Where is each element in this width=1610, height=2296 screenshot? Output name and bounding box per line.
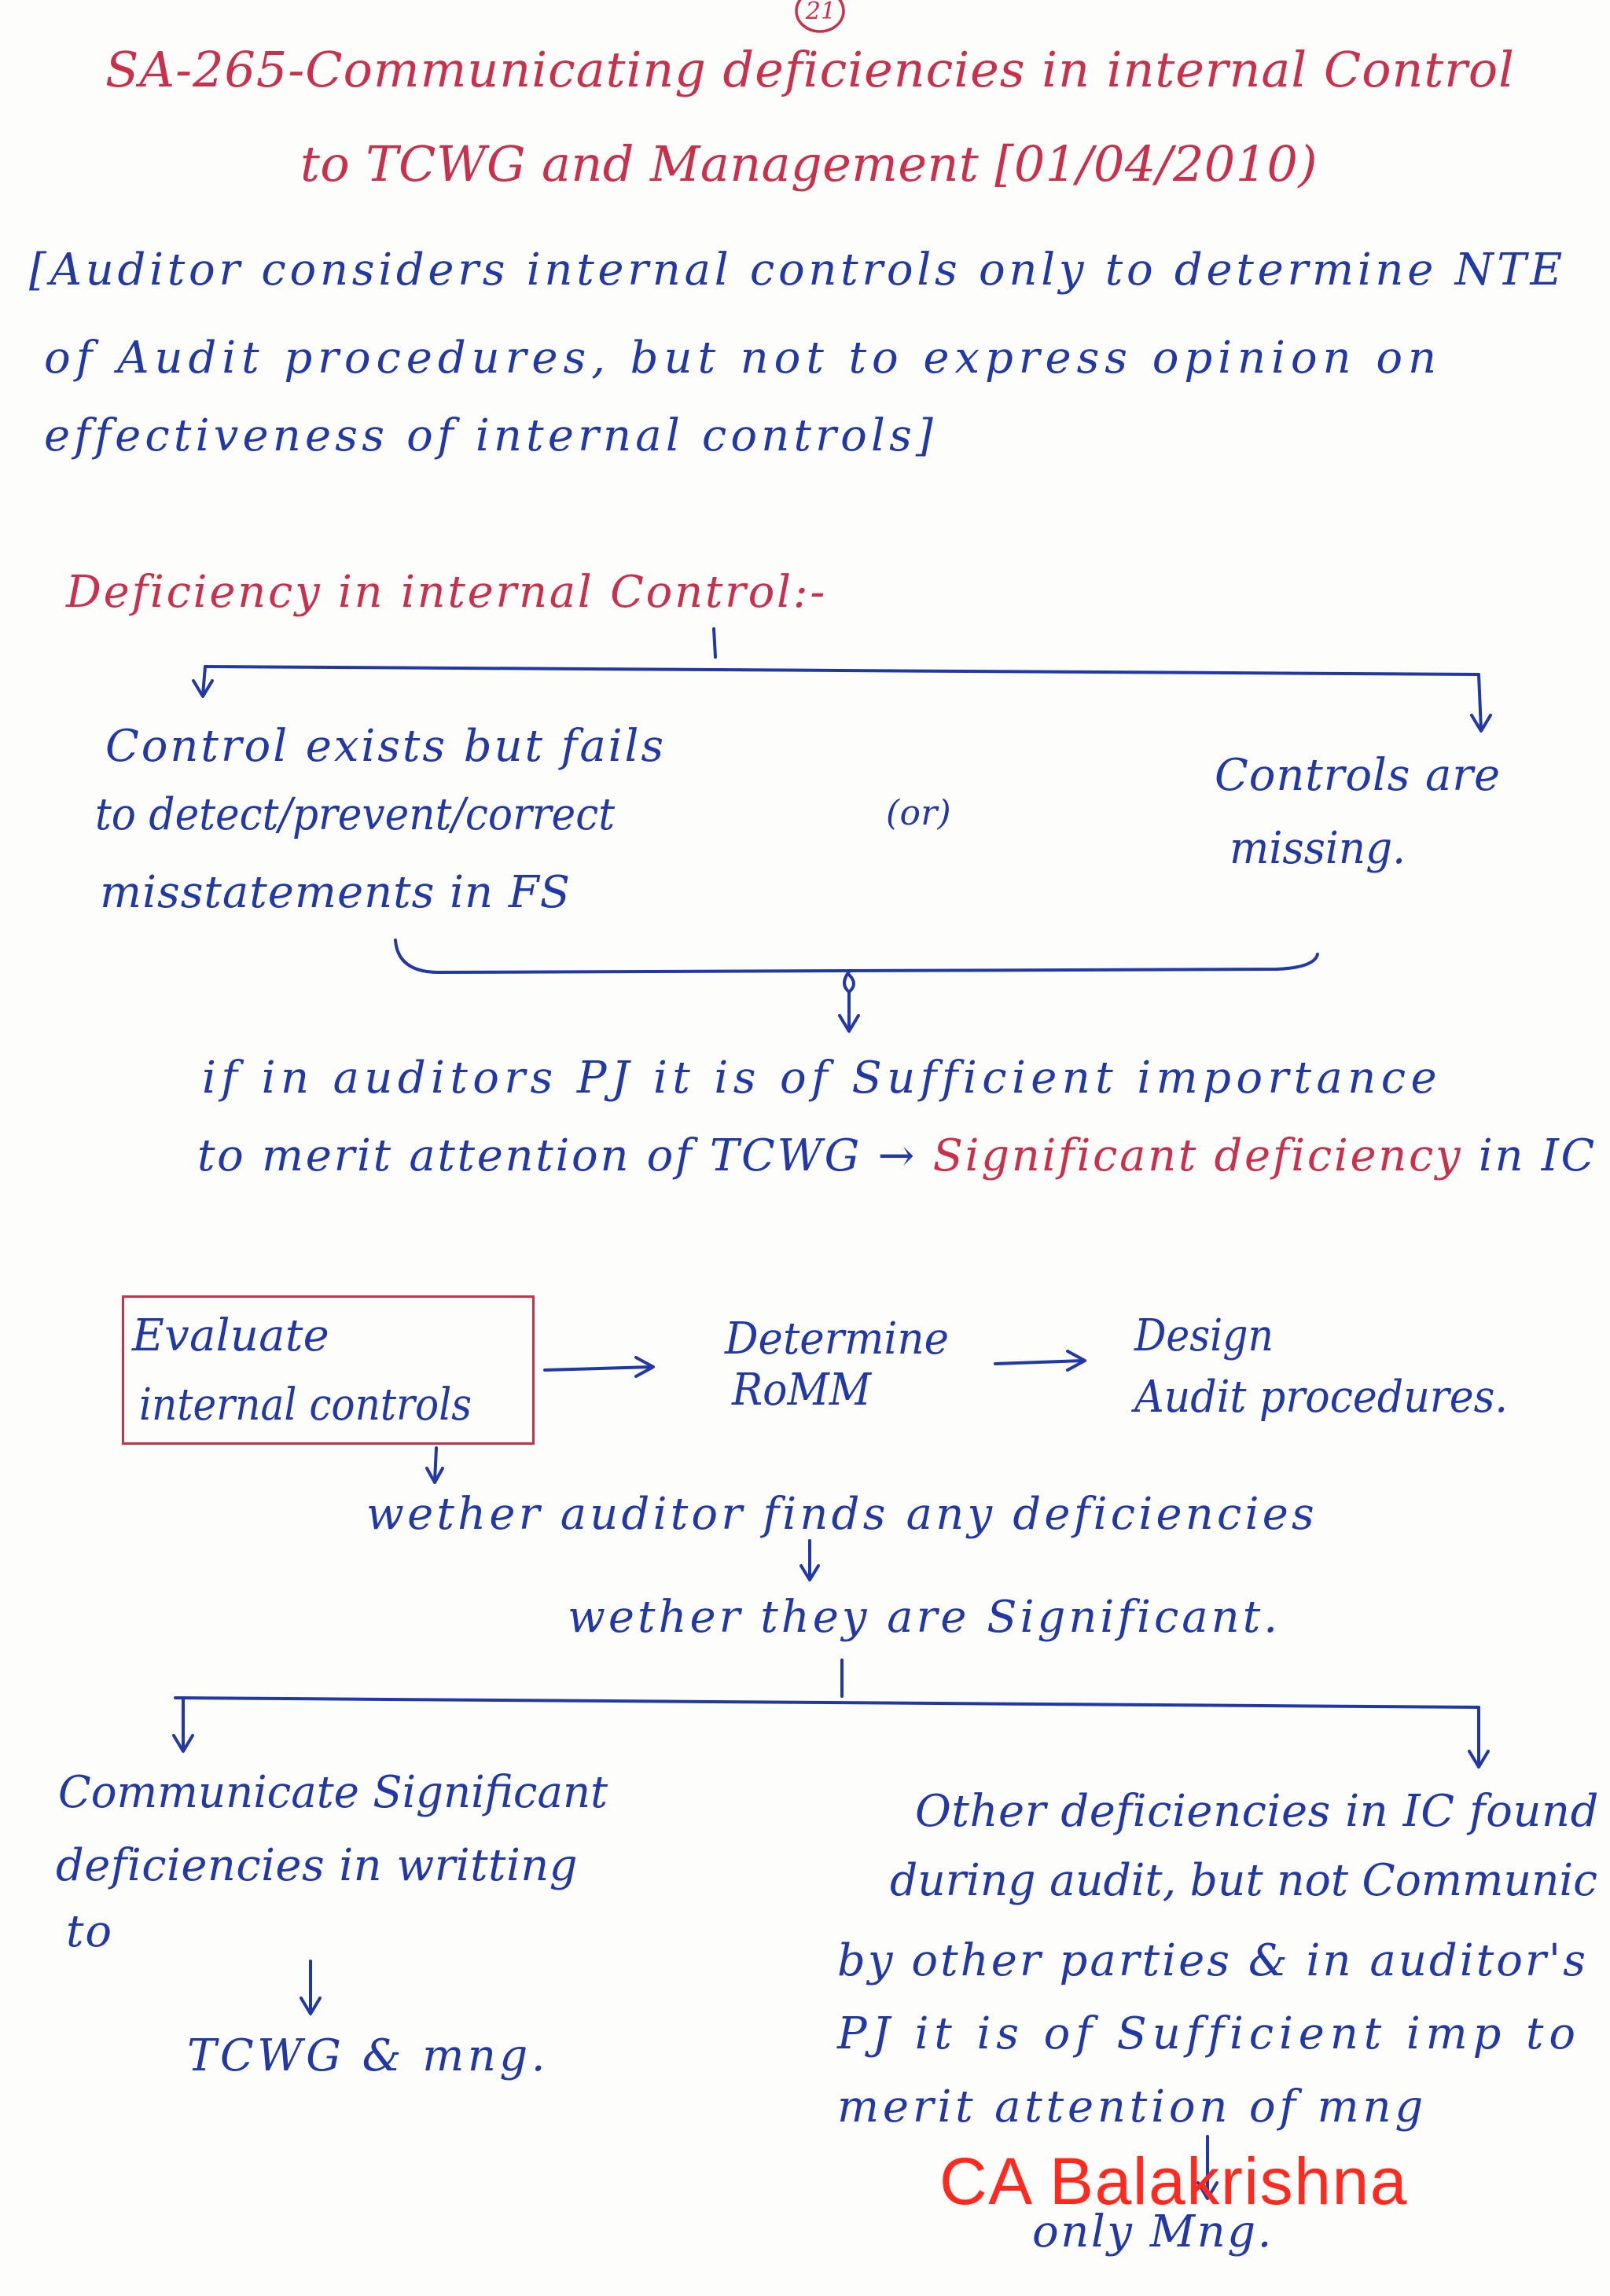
- determine-line-1: Determine: [725, 1313, 949, 1365]
- communicate-right-arrow-head: [1468, 1750, 1490, 1769]
- merge-brace-curve: [394, 939, 1319, 974]
- arrow-head: [634, 1356, 655, 1378]
- evaluate-box: [122, 1295, 535, 1445]
- arrow-shaft: [543, 1365, 653, 1372]
- watermark: CA Balakrishna: [939, 2144, 1408, 2218]
- arrow-head: [425, 1467, 444, 1484]
- communicate-left-line-3: to: [66, 1906, 113, 1957]
- communicate-left-recipient: TCWG & mng.: [187, 2030, 549, 2081]
- design-line-1: Design: [1134, 1310, 1274, 1361]
- deficiency-left-arrow-head: [192, 679, 214, 698]
- title-line-1: SA-265-Communicating deficiencies in int…: [105, 41, 1515, 98]
- communicate-right-line-3: by other parties & in auditor's: [837, 1935, 1588, 1986]
- deficiency-right-arrow-shaft: [1477, 673, 1483, 731]
- deficiency-right-line-1: Controls are: [1215, 750, 1501, 801]
- deficiency-left-line-3: misstatements in FS: [100, 867, 571, 918]
- deficiency-bracket-line: [204, 665, 1480, 676]
- evaluate-line-2: internal controls: [139, 1379, 472, 1431]
- communicate-right-recipient: only Mng.: [1032, 2206, 1274, 2257]
- determine-line-2: RoMM: [732, 1365, 871, 1416]
- deficiency-right-line-2: missing.: [1230, 823, 1406, 874]
- merge-arrow-head: [838, 1014, 860, 1033]
- design-line-2: Audit procedures.: [1134, 1372, 1508, 1423]
- or-label: (or): [886, 793, 951, 833]
- finds-down-arrow: [799, 1539, 820, 1581]
- heading-connector-tick: [712, 627, 717, 659]
- arrow-head: [799, 1564, 820, 1581]
- significant-line-2-suffix: in IC: [1478, 1130, 1597, 1181]
- significant-deficiency-term: Significant deficiency: [932, 1130, 1463, 1181]
- deficiency-right-arrow-head: [1470, 714, 1492, 733]
- merge-brace: [394, 939, 1319, 1033]
- deficiency-heading: Deficiency in internal Control:-: [66, 567, 827, 618]
- communicate-left-line-2: deficiencies in writting: [56, 1840, 578, 1891]
- evaluate-to-determine-arrow: [543, 1356, 655, 1378]
- communicate-right-line-2: during audit, but not Communic: [890, 1855, 1597, 1906]
- communicate-left-arrow-head: [172, 1734, 194, 1753]
- arrow-shaft: [994, 1359, 1085, 1365]
- intro-line-2: of Audit procedures, but not to express …: [44, 332, 1442, 384]
- evaluate-line-1: Evaluate: [132, 1310, 329, 1361]
- arrow-shaft: [433, 1446, 438, 1482]
- deficiency-left-line-1: Control exists but fails: [105, 721, 666, 772]
- communicate-bracket: [172, 1696, 1490, 1769]
- deficiency-left-line-2: to detect/prevent/correct: [95, 789, 615, 840]
- arrow-head: [300, 1997, 322, 2015]
- determine-to-design-arrow: [994, 1350, 1086, 1372]
- page-number: 21: [805, 0, 836, 25]
- communicate-left-line-1: Communicate Significant: [58, 1767, 608, 1818]
- intro-line-1: [Auditor considers internal controls onl…: [29, 244, 1566, 296]
- intro-line-3: effectiveness of internal controls]: [44, 410, 937, 461]
- communicate-bracket-line: [174, 1696, 1480, 1709]
- merge-brace-loop: [843, 970, 855, 994]
- evaluate-down-arrow: [425, 1446, 444, 1484]
- communicate-right-line-1: Other deficiencies in IC found: [915, 1786, 1599, 1837]
- significant-line-2: to merit attention of TCWG → Significant…: [197, 1130, 1597, 1182]
- tcwg-down-arrow: [300, 1960, 322, 2015]
- finds-deficiencies-line: wether auditor finds any deficiencies: [366, 1489, 1318, 1540]
- communicate-right-line-4: PJ it is of Sufficient imp to: [837, 2008, 1581, 2059]
- title-line-2: to TCWG and Management [01/04/2010): [300, 135, 1318, 193]
- communicate-right-line-5: merit attention of mng: [837, 2081, 1427, 2133]
- deficiency-left-arrow-shaft: [201, 665, 207, 696]
- arrow-head: [1066, 1350, 1086, 1372]
- whether-significant-line: wether they are Significant.: [568, 1592, 1281, 1643]
- significant-line-2-prefix: to merit attention of TCWG →: [197, 1130, 917, 1181]
- significant-line-1: if in auditors PJ it is of Sufficient im…: [202, 1052, 1442, 1104]
